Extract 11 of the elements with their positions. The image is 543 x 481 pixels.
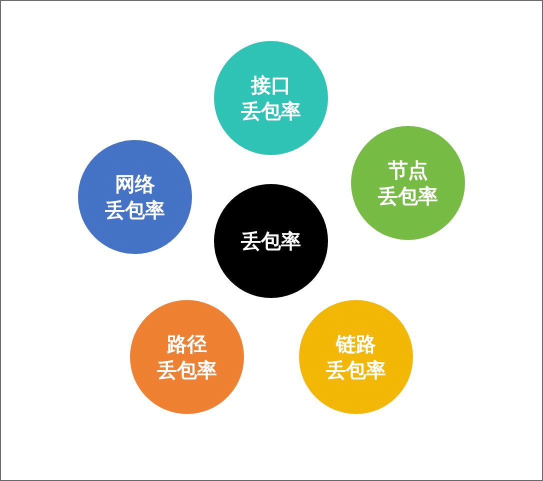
circle-label: 丢包率 <box>378 183 438 209</box>
circle-label: 丢包率 <box>326 357 386 383</box>
circle-label: 丢包率 <box>241 98 301 124</box>
circle-label: 节点 <box>388 157 428 183</box>
circle-label: 接口 <box>251 72 291 98</box>
circle-label: 链路 <box>336 331 376 357</box>
circle-label: 路径 <box>167 331 207 357</box>
circle-label: 丢包率 <box>105 197 165 223</box>
circle-label: 网络 <box>115 171 155 197</box>
circle-label: 丢包率 <box>241 228 301 254</box>
circle-label: 丢包率 <box>157 357 217 383</box>
